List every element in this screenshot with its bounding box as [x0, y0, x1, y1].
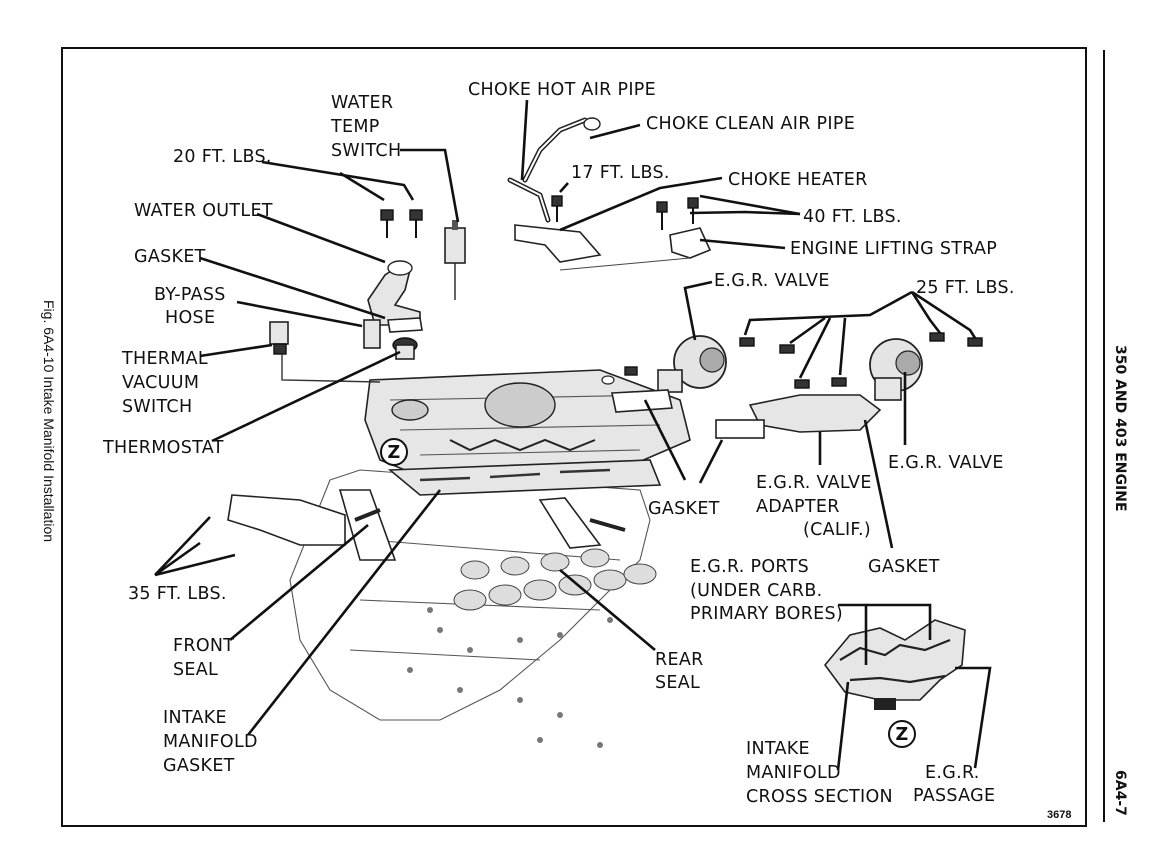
svg-text:REAR: REAR — [655, 650, 704, 670]
water-temp-switch — [444, 220, 466, 300]
svg-text:SWITCH: SWITCH — [122, 397, 192, 417]
svg-text:HOSE: HOSE — [165, 308, 215, 328]
engine-lifting-strap — [559, 197, 712, 271]
label-intake-manifold-gasket: INTAKE MANIFOLD GASKET — [163, 708, 258, 776]
label-torque-20: 20 FT. LBS. — [173, 147, 272, 167]
svg-text:PRIMARY BORES): PRIMARY BORES) — [690, 604, 843, 624]
label-choke-heater: CHOKE HEATER — [728, 170, 868, 190]
label-torque-35: 35 FT. LBS. — [128, 584, 227, 604]
label-thermostat: THERMOSTAT — [102, 438, 224, 458]
label-choke-clean-air-pipe: CHOKE CLEAN AIR PIPE — [646, 114, 855, 134]
svg-text:SEAL: SEAL — [173, 660, 218, 680]
egr-gasket-left — [611, 389, 673, 413]
svg-text:TEMP: TEMP — [330, 117, 380, 137]
detail-marker-z-manifold: Z — [380, 438, 408, 466]
outlet-gasket — [387, 317, 423, 333]
figure-caption: Fig. 6A4-10 Intake Manifold Installation — [41, 300, 57, 542]
egr-valve-right — [869, 332, 983, 401]
label-torque-25: 25 FT. LBS. — [916, 278, 1015, 298]
figure-number: 3678 — [1047, 809, 1071, 821]
svg-text:SEAL: SEAL — [655, 673, 700, 693]
svg-text:E.G.R. VALVE: E.G.R. VALVE — [756, 473, 872, 493]
label-gasket-right: GASKET — [868, 557, 940, 577]
label-torque-40: 40 FT. LBS. — [803, 207, 902, 227]
svg-text:GASKET: GASKET — [163, 756, 235, 776]
figure-frame — [61, 47, 1087, 827]
svg-text:CROSS SECTION: CROSS SECTION — [746, 787, 893, 807]
label-choke-hot-air-pipe: CHOKE HOT AIR PIPE — [468, 80, 656, 100]
detail-marker-z-section: Z — [888, 720, 916, 748]
label-front-seal: FRONT SEAL — [173, 636, 234, 680]
bypass-hose — [363, 319, 381, 349]
page-number: 6A4-7 — [1112, 770, 1128, 816]
svg-text:MANIFOLD: MANIFOLD — [163, 732, 258, 752]
thermostat — [392, 337, 418, 360]
label-egr-valve-adapter: E.G.R. VALVE ADAPTER (CALIF.) — [756, 473, 872, 540]
label-rear-seal: REAR SEAL — [655, 650, 704, 693]
leader-lines — [154, 99, 992, 771]
label-egr-valve-right: E.G.R. VALVE — [888, 453, 1004, 473]
svg-text:E.G.R. PORTS: E.G.R. PORTS — [690, 557, 809, 577]
svg-text:PASSAGE: PASSAGE — [913, 786, 995, 806]
label-water-temp-switch: WATER TEMP SWITCH — [330, 93, 401, 161]
label-egr-ports: E.G.R. PORTS (UNDER CARB. PRIMARY BORES) — [690, 557, 843, 624]
svg-text:INTAKE: INTAKE — [163, 708, 227, 728]
svg-text:BY-PASS: BY-PASS — [154, 285, 226, 305]
label-intake-manifold-cross-section: INTAKE MANIFOLD CROSS SECTION — [746, 739, 893, 807]
svg-text:VACUUM: VACUUM — [122, 373, 199, 393]
svg-text:ADAPTER: ADAPTER — [756, 497, 840, 517]
svg-text:INTAKE: INTAKE — [746, 739, 810, 759]
svg-text:Z: Z — [896, 725, 909, 745]
svg-text:E.G.R.: E.G.R. — [925, 763, 980, 783]
egr-valve-adapter — [715, 377, 882, 439]
intake-manifold — [364, 369, 691, 481]
thermal-vacuum-switch — [269, 321, 381, 383]
svg-text:Z: Z — [388, 443, 401, 463]
svg-text:FRONT: FRONT — [173, 636, 234, 656]
svg-text:SWITCH: SWITCH — [331, 141, 401, 161]
engine-block-illustration — [227, 469, 657, 748]
label-gasket-top: GASKET — [134, 247, 206, 267]
label-engine-lifting-strap: ENGINE LIFTING STRAP — [790, 239, 997, 259]
svg-text:(UNDER CARB.: (UNDER CARB. — [690, 581, 823, 601]
choke-pipes — [507, 117, 601, 223]
svg-text:(CALIF.): (CALIF.) — [803, 520, 871, 540]
rear-seal — [589, 518, 626, 532]
front-seal — [354, 508, 381, 522]
egr-valve-left — [601, 335, 795, 393]
label-egr-passage: E.G.R. PASSAGE — [913, 763, 995, 806]
svg-text:MANIFOLD: MANIFOLD — [746, 763, 841, 783]
gasket-ports — [419, 468, 611, 482]
label-torque-17: 17 FT. LBS. — [571, 163, 670, 183]
label-thermal-vacuum-switch: THERMAL VACUUM SWITCH — [121, 349, 208, 417]
svg-text:WATER: WATER — [331, 93, 393, 113]
label-bypass-hose: BY-PASS HOSE — [154, 285, 226, 328]
choke-heater — [514, 195, 602, 263]
label-gasket-mid: GASKET — [648, 499, 720, 519]
intake-manifold-gasket — [387, 459, 662, 496]
bolts-20-ftlbs — [380, 209, 423, 238]
svg-text:THERMAL: THERMAL — [121, 349, 208, 369]
label-egr-valve-top: E.G.R. VALVE — [714, 271, 830, 291]
label-water-outlet: WATER OUTLET — [134, 201, 273, 221]
side-heading: 350 AND 403 ENGINE — [1112, 345, 1128, 512]
